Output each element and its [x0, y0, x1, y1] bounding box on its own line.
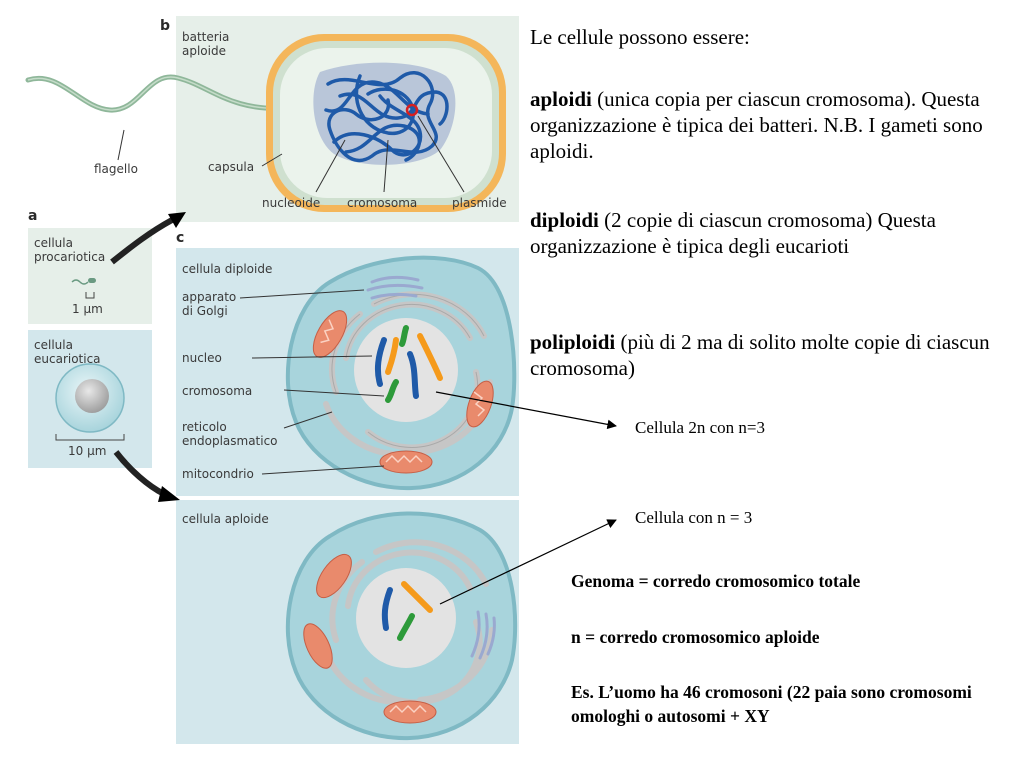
scale-bar-1um: [85, 292, 95, 299]
prokaryote-title: cellula procariotica: [34, 236, 106, 264]
eukaryotic-nucleus: [75, 379, 109, 413]
chromosome-label: cromosoma: [182, 384, 253, 398]
plasmid-label: plasmide: [452, 196, 507, 210]
plasmid: [405, 103, 419, 117]
mitochondrion-label: mitocondrio: [182, 467, 254, 481]
diploid-chromosomes: [374, 325, 443, 403]
annotation-arrow-diploid: [435, 391, 617, 430]
polyploid-paragraph: poliploidi (più di 2 ma di solito molte …: [530, 329, 1000, 381]
haploid-golgi: [470, 610, 496, 660]
arrow-to-panel-c: [113, 450, 166, 497]
tiny-flagellum: [71, 279, 89, 285]
haploid-set-definition: n = corredo cromosomico aploide: [571, 627, 820, 647]
eukaryote-scale-label: 10 µm: [68, 444, 107, 458]
nucleus-label: nucleo: [182, 351, 222, 365]
golgi: [366, 275, 424, 300]
polyploid-description: (più di 2 ma di solito molte copie di ci…: [530, 330, 990, 380]
intro-text: Le cellule possono essere:: [530, 25, 750, 49]
eukaryote-title: cellula eucariotica: [34, 338, 101, 366]
annotation-diploid: Cellula 2n con n=3: [635, 418, 765, 437]
tiny-bacterium: [88, 278, 96, 283]
flagellum-label: flagello: [94, 162, 138, 176]
diploid-paragraph: diploidi (2 copie di ciascun cromosoma) …: [530, 207, 1000, 259]
bacterium-title: batteria aploide: [182, 30, 230, 58]
annotation-haploid: Cellula con n = 3: [635, 508, 753, 527]
panel-letter-b: b: [160, 18, 171, 34]
er-label: reticolo endoplasmatico: [182, 420, 278, 448]
panel-letter-a: a: [28, 208, 38, 224]
haploid-title: cellula aploide: [182, 512, 269, 526]
haploid-nucleus: [356, 568, 456, 668]
polyploid-term: poliploidi: [530, 330, 616, 354]
diploid-mitochondria: [312, 310, 494, 474]
bacterial-chromosome-label: cromosoma: [347, 196, 418, 210]
nucleoid-label: nucleoide: [262, 196, 321, 210]
genome-definition: Genoma = corredo cromosomico totale: [571, 571, 861, 591]
diploid-term: diploidi: [530, 208, 599, 232]
prokaryote-scale-label: 1 µm: [72, 302, 103, 316]
diploid-description: (2 copie di ciascun cromosoma) Questa or…: [530, 208, 936, 258]
annotation-arrow-haploid: [439, 519, 617, 605]
golgi-label: apparato di Golgi: [182, 290, 237, 318]
haploid-paragraph: aploidi (unica copia per ciascun cromoso…: [530, 86, 1000, 164]
panel-letter-c: c: [176, 230, 185, 246]
capsule-label: capsula: [208, 160, 255, 174]
scale-bar-10um: [55, 434, 125, 441]
diploid-title: cellula diploide: [182, 262, 273, 276]
haploid-mitochondria: [303, 553, 437, 724]
haploid-chromosomes: [381, 581, 433, 641]
haploid-description: (unica copia per ciascun cromosoma). Que…: [530, 87, 983, 163]
haploid-term: aploidi: [530, 87, 592, 111]
human-example: Es. L’uomo ha 46 cromosoni (22 paia sono…: [571, 682, 972, 726]
arrow-to-panel-b: [110, 217, 174, 265]
